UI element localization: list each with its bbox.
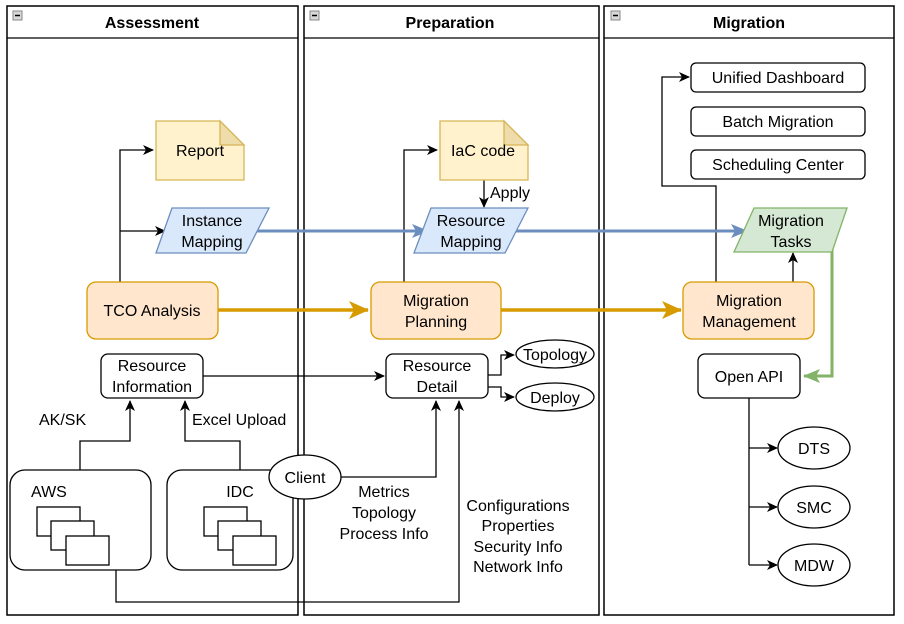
lane-title-migration: Migration (713, 15, 785, 32)
dts-node[interactable]: DTS (777, 426, 851, 470)
edge-tasks-to-openapi (803, 237, 834, 383)
batch-migration-label: Batch Migration (722, 114, 833, 131)
aws-info-line2: Properties (482, 518, 555, 535)
iac-code-node[interactable]: IaC code (439, 119, 530, 181)
instance-mapping-node[interactable]: Instance Mapping (155, 207, 271, 254)
client-info-line2: Topology (352, 505, 416, 522)
edge-idc-excel-upload (180, 400, 241, 470)
unified-dashboard-label: Unified Dashboard (712, 70, 845, 87)
deploy-label: Deploy (530, 390, 580, 407)
client-node[interactable]: Client (268, 454, 342, 500)
aws-info-line1: Configurations (466, 498, 569, 515)
open-api-node[interactable]: Open API (697, 353, 801, 399)
topology-label: Topology (523, 347, 587, 364)
edge-detail-to-deploy (488, 386, 515, 402)
idc-node[interactable]: IDC (166, 469, 294, 571)
migration-management-node[interactable]: Migration Management (682, 281, 815, 340)
lane-title-assessment: Assessment (105, 15, 200, 32)
edge-management-to-dashboard (661, 72, 717, 282)
deploy-node[interactable]: Deploy (515, 382, 595, 412)
edge-aws-to-detail (115, 400, 464, 603)
topology-node[interactable]: Topology (515, 339, 595, 369)
aws-node[interactable]: AWS (9, 469, 152, 571)
migration-planning-node[interactable]: Migration Planning (370, 281, 502, 340)
migration-management-label-line2: Management (702, 314, 796, 331)
edge-client-to-detail (341, 400, 441, 478)
resource-detail-label-line1: Resource (403, 358, 472, 375)
unified-dashboard-node[interactable]: Unified Dashboard (690, 62, 866, 93)
smc-node[interactable]: SMC (777, 485, 851, 529)
tco-analysis-label: TCO Analysis (104, 303, 201, 320)
resource-detail-label-line2: Detail (417, 379, 458, 396)
idc-label: IDC (226, 484, 254, 501)
open-api-label: Open API (715, 369, 784, 386)
collapse-migration-button[interactable] (610, 10, 621, 21)
migration-planning-label-line1: Migration (403, 293, 469, 310)
client-info-line3: Process Info (340, 526, 429, 543)
edge-aws-aksk (79, 400, 135, 470)
report-label: Report (176, 143, 225, 160)
collapse-assessment-button[interactable] (12, 10, 23, 21)
edge-tco-to-report (119, 145, 154, 282)
aws-info-label: Configurations Properties Security Info … (466, 498, 569, 576)
resource-detail-node[interactable]: Resource Detail (385, 353, 489, 399)
apply-edge-label: Apply (490, 185, 530, 202)
client-info-label: Metrics Topology Process Info (340, 484, 429, 543)
migration-management-label-line1: Migration (716, 293, 782, 310)
aws-info-line4: Network Info (473, 559, 563, 576)
aksk-edge-label: AK/SK (39, 412, 86, 429)
report-node[interactable]: Report (155, 119, 246, 181)
aws-instances-icon (36, 506, 110, 566)
resource-information-node[interactable]: Resource Information (100, 353, 204, 399)
scheduling-center-label: Scheduling Center (712, 157, 844, 174)
resource-information-label-line1: Resource (118, 358, 187, 375)
migration-planning-label-line2: Planning (405, 314, 467, 331)
instance-mapping-label-line1: Instance (182, 213, 243, 230)
idc-servers-icon (203, 506, 277, 566)
collapse-preparation-button[interactable] (309, 10, 320, 21)
client-label: Client (285, 470, 326, 487)
aws-info-line3: Security Info (474, 539, 563, 556)
client-info-line1: Metrics (358, 484, 410, 501)
scheduling-center-node[interactable]: Scheduling Center (690, 149, 866, 180)
iac-code-label: IaC code (451, 143, 515, 160)
resource-mapping-label-line2: Mapping (440, 234, 501, 251)
tco-analysis-node[interactable]: TCO Analysis (86, 281, 219, 340)
dts-label: DTS (798, 441, 830, 458)
resource-information-label-line2: Information (112, 379, 192, 396)
migration-tasks-label-line2: Tasks (771, 234, 812, 251)
aws-label: AWS (31, 484, 67, 501)
smc-label: SMC (796, 500, 832, 517)
mdw-label: MDW (794, 558, 835, 575)
resource-mapping-node[interactable]: Resource Mapping (413, 207, 530, 254)
edge-planning-to-iac (403, 145, 438, 282)
resource-mapping-label-line1: Resource (437, 213, 506, 230)
mdw-node[interactable]: MDW (777, 543, 851, 587)
excel-upload-edge-label: Excel Upload (192, 412, 286, 429)
batch-migration-node[interactable]: Batch Migration (690, 106, 866, 137)
edge-detail-to-topology (488, 350, 515, 376)
instance-mapping-label-line2: Mapping (181, 234, 242, 251)
migration-tasks-node[interactable]: Migration Tasks (732, 207, 848, 253)
migration-tasks-label-line1: Migration (758, 213, 824, 230)
lane-title-preparation: Preparation (406, 15, 495, 32)
